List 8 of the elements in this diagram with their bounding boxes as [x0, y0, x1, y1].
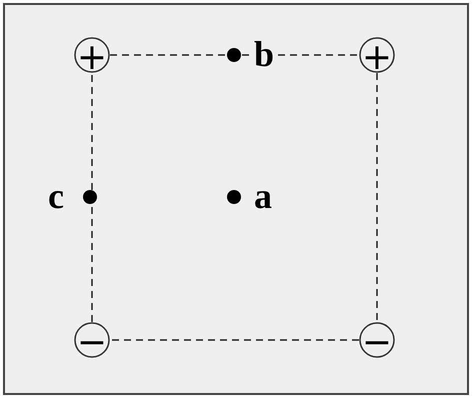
- dashed-line: [110, 339, 359, 341]
- charge-symbol: +: [74, 37, 110, 73]
- charge-symbol: −: [74, 322, 110, 358]
- charge-symbol: −: [359, 322, 395, 358]
- dashed-line: [110, 54, 359, 56]
- charge-symbol: +: [359, 37, 395, 73]
- dashed-line: [91, 73, 93, 322]
- dashed-line: [376, 73, 378, 322]
